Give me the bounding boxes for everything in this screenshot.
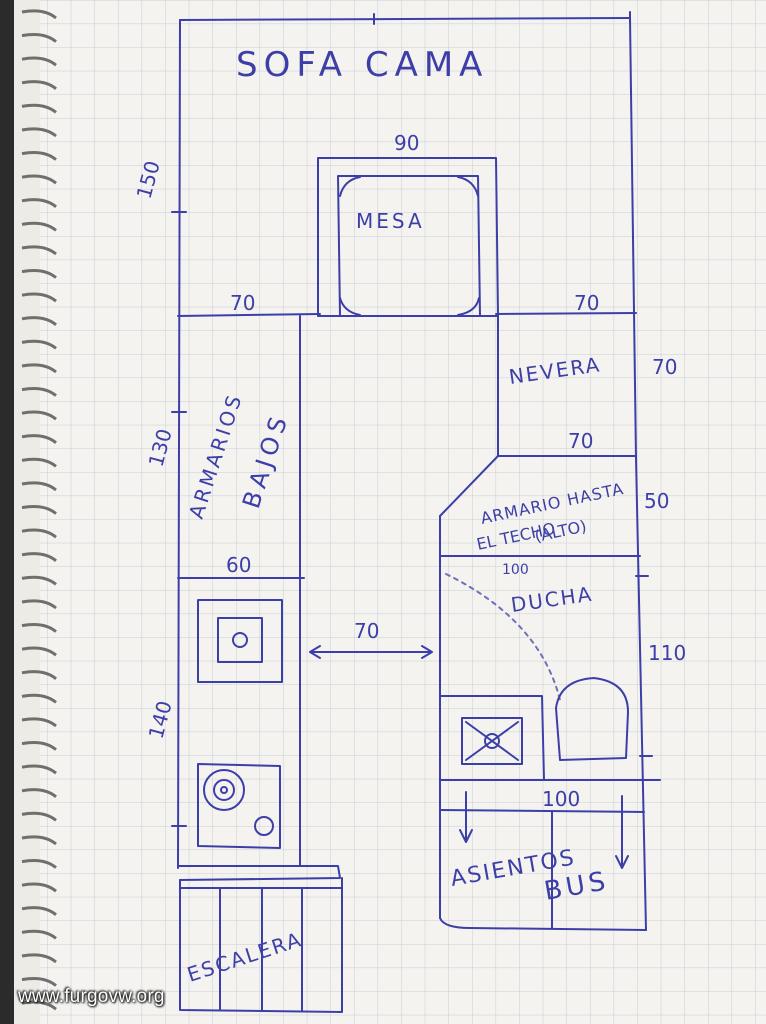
spiral-binding (0, 0, 57, 1024)
dimension-70-sofa-left: 70 (230, 291, 255, 315)
outer-wall-right-upper (629, 17, 637, 459)
table-corner-tl (339, 176, 361, 197)
spiral-ring (21, 386, 57, 397)
spiral-ring (21, 198, 57, 208)
outer-wall-right-lower (635, 457, 647, 931)
dimension-100-bottom: 100 (542, 787, 580, 811)
shower-door-arc (445, 573, 561, 701)
spiral-ring (21, 150, 57, 161)
seats-bottom (439, 917, 647, 931)
spiral-ring (21, 882, 57, 893)
spiral-ring (21, 717, 57, 728)
hob-burner-large-center (220, 786, 228, 794)
ladder-top-rail (177, 865, 341, 881)
tall-cabinet-diagonal (439, 455, 499, 517)
toilet (555, 677, 629, 761)
spiral-ring (21, 528, 57, 539)
spiral-ring (21, 953, 57, 964)
dimension-70-sofa-right: 70 (574, 291, 599, 315)
watermark: www.furgovw.org (18, 986, 165, 1007)
washbasin-unit (439, 695, 545, 781)
spiral-ring (21, 221, 57, 232)
spiral-ring (21, 245, 57, 256)
spiral-ring (21, 504, 57, 515)
dimension-70-aisle: 70 (354, 619, 379, 643)
spiral-ring (21, 575, 57, 586)
dimension-70-fridge-bottom: 70 (568, 429, 593, 453)
spiral-ring (21, 339, 57, 350)
sofa-bottom-left (177, 313, 321, 317)
table-corner-tr (457, 176, 479, 197)
spiral-ring (21, 56, 57, 67)
dimension-110: 110 (648, 641, 686, 665)
seat-arrow-right (615, 795, 629, 869)
spiral-ring (21, 976, 57, 987)
spiral-ring (21, 835, 57, 846)
spiral-ring (21, 410, 57, 421)
spiral-ring (21, 363, 57, 374)
washbasin-drain (484, 733, 500, 749)
dimension-50: 50 (644, 489, 669, 513)
dimension-90: 90 (394, 131, 419, 155)
spiral-ring (21, 457, 57, 468)
sink-inner (217, 617, 263, 663)
spiral-ring (21, 32, 57, 43)
spiral-ring (21, 622, 57, 633)
spiral-ring (21, 764, 57, 775)
sofa-bed-label: SOFA CAMA (236, 45, 488, 85)
spiral-ring (21, 552, 57, 562)
spiral-ring (21, 599, 57, 610)
hob-outer (197, 763, 281, 849)
sink-drain (232, 632, 248, 648)
table-outline-inner (337, 175, 481, 317)
seat-line (439, 809, 645, 813)
washbasin-outer (461, 717, 523, 765)
dimension-100-top: 100 (502, 562, 529, 578)
dimension-60: 60 (226, 553, 251, 577)
outer-wall-left (177, 19, 181, 869)
washbasin-cross (465, 721, 519, 761)
spiral-ring (21, 9, 57, 20)
spiral-ring (21, 481, 57, 492)
outer-wall-top (179, 17, 631, 21)
spiral-ring (21, 788, 57, 798)
spiral-ring (21, 693, 57, 704)
spiral-ring (21, 292, 57, 303)
spiral-ring (21, 670, 57, 680)
sofa-bottom-right (495, 312, 637, 315)
spiral-ring (21, 174, 57, 185)
seat-arrow-left (459, 791, 473, 843)
spiral-ring (21, 740, 57, 751)
spiral-ring (21, 127, 57, 138)
ladder-body (179, 877, 343, 1013)
spiral-ring (21, 434, 57, 444)
spiral-ring (21, 929, 57, 940)
table-label: MESA (356, 209, 425, 233)
spiral-ring (21, 858, 57, 869)
spiral-ring (21, 80, 57, 90)
spiral-ring (21, 646, 57, 657)
spiral-ring (21, 811, 57, 822)
aisle-width-arrow (309, 645, 433, 659)
sink-outer (197, 599, 283, 683)
spiral-ring (21, 1000, 57, 1011)
spiral-ring (21, 316, 57, 326)
spiral-ring (21, 268, 57, 279)
dimension-ticks (171, 11, 653, 827)
spiral-ring (21, 906, 57, 916)
spiral-ring (21, 103, 57, 114)
hob-burner-small (254, 816, 274, 836)
dimension-70-fridge-side: 70 (652, 355, 677, 379)
hob-burner-large-outer (203, 769, 245, 811)
table-corner-br (457, 297, 480, 316)
hob-burner-large-inner (213, 779, 235, 801)
table-corner-bl (339, 297, 361, 316)
